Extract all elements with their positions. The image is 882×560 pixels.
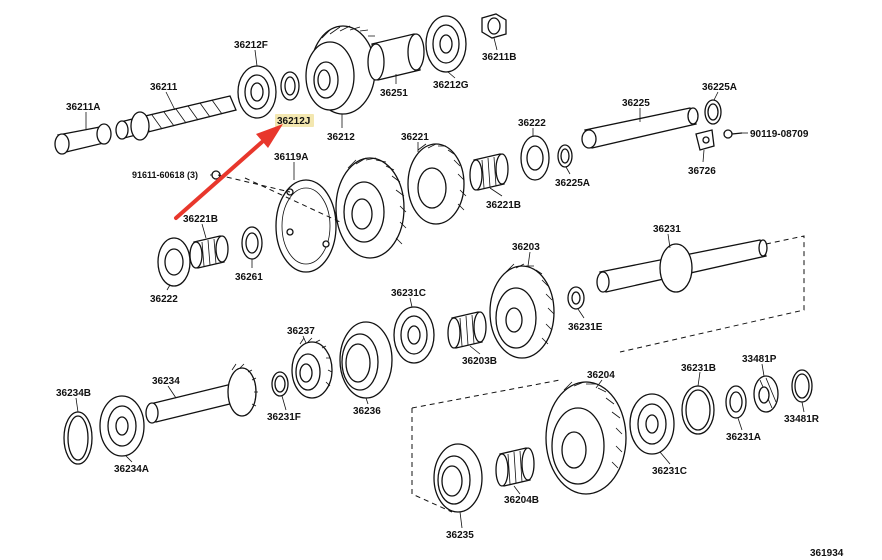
label-36234: 36234 — [152, 376, 180, 387]
part-36261-spacer[interactable] — [241, 226, 263, 260]
label-36203B: 36203B — [462, 356, 497, 367]
label-36726: 36726 — [688, 166, 716, 177]
leader-lines — [75, 37, 805, 529]
label-36203: 36203 — [512, 242, 540, 253]
part-36221B-bearing-left[interactable] — [189, 235, 229, 269]
label-36231: 36231 — [653, 224, 681, 235]
label-36251: 36251 — [380, 88, 408, 99]
label-36261: 36261 — [235, 272, 263, 283]
label-36211B: 36211B — [482, 52, 516, 63]
part-36231E-bearing[interactable] — [567, 286, 585, 310]
label-36211: 36211 — [150, 82, 178, 93]
label-36231E: 36231E — [568, 322, 603, 333]
part-36225A-ring-mid[interactable] — [557, 144, 573, 168]
red-arrow — [174, 124, 283, 220]
part-36204-gear[interactable] — [545, 381, 627, 495]
part-36234-shaft[interactable] — [145, 363, 258, 424]
part-36211A-collar[interactable] — [54, 123, 112, 155]
label-36231B: 36231B — [681, 363, 716, 374]
label-36235: 36235 — [446, 530, 474, 541]
label-36221B-left: 36221B — [183, 214, 218, 225]
part-36119A-cover[interactable] — [275, 179, 337, 273]
part-36231-shaft[interactable] — [596, 239, 768, 293]
label-36234A: 36234A — [114, 464, 149, 475]
label-36222-left: 36222 — [150, 294, 178, 305]
label-36231F: 36231F — [267, 412, 301, 423]
part-36212F-bearing[interactable] — [237, 65, 277, 119]
label-36231A: 36231A — [726, 432, 761, 443]
part-36221B-bearing-mid[interactable] — [469, 153, 509, 191]
label-33481P: 33481P — [742, 354, 777, 365]
label-36222-top: 36222 — [518, 118, 546, 129]
part-36225-shaft[interactable] — [581, 107, 699, 149]
part-36234B-ring[interactable] — [63, 411, 93, 465]
part-36211-shaft[interactable] — [115, 95, 237, 141]
part-36222-thrust-washer-top[interactable] — [520, 135, 550, 181]
label-36225A-top: 36225A — [702, 82, 737, 93]
label-36211A: 36211A — [66, 102, 100, 113]
label-36212F: 36212F — [234, 40, 268, 51]
part-33481P-gear[interactable] — [753, 375, 779, 413]
label-36212G: 36212G — [433, 80, 469, 91]
dashed-assembly-lines — [217, 174, 805, 513]
label-36231C-bottom: 36231C — [652, 466, 687, 477]
part-36204B-bearing[interactable] — [495, 447, 535, 487]
label-36119A: 36119A — [274, 152, 308, 163]
part-36203B-bearing[interactable] — [447, 311, 487, 349]
part-36234A-bearing[interactable] — [99, 395, 145, 457]
part-36231C-bearing-bottom[interactable] — [629, 393, 675, 455]
part-36231F-ring[interactable] — [271, 371, 289, 397]
label-36234B: 36234B — [56, 388, 91, 399]
label-36221: 36221 — [401, 132, 429, 143]
label-36204: 36204 — [587, 370, 615, 381]
part-36235-synchro-sleeve[interactable] — [433, 443, 483, 513]
label-36237: 36237 — [287, 326, 315, 337]
highlight-36212J — [275, 114, 314, 127]
part-90119-bolt[interactable] — [723, 129, 743, 139]
part-36237-gear[interactable] — [291, 337, 333, 399]
part-36726-plate[interactable] — [695, 129, 715, 151]
label-36236: 36236 — [353, 406, 381, 417]
part-36221-double-gear[interactable] — [335, 143, 467, 259]
label-36204B: 36204B — [504, 495, 539, 506]
part-36222-thrust-washer-left[interactable] — [157, 237, 191, 287]
label-36225: 36225 — [622, 98, 650, 109]
part-36212G-bearing[interactable] — [425, 15, 467, 73]
label-36221B-mid: 36221B — [486, 200, 521, 211]
label-91611: 91611-60618 (3) — [132, 170, 198, 180]
part-36251-sleeve[interactable] — [367, 33, 425, 81]
label-36212J: 36212J — [277, 116, 310, 127]
label-36212: 36212 — [327, 132, 355, 143]
label-36225A-mid: 36225A — [555, 178, 590, 189]
part-36231B-ring[interactable] — [681, 385, 715, 435]
part-36231A-spacer[interactable] — [725, 385, 747, 419]
part-36203-gear[interactable] — [489, 263, 555, 359]
part-36212J-ring[interactable] — [280, 71, 300, 101]
part-36225A-ring-top[interactable] — [704, 99, 722, 125]
label-36231C-top: 36231C — [391, 288, 426, 299]
part-labels: 36212F 36211B 36211 36251 36212G 36211A … — [56, 40, 844, 559]
label-33481R: 33481R — [784, 414, 820, 425]
reference-number: 361934 — [810, 548, 844, 559]
part-36231C-bearing-top[interactable] — [393, 306, 435, 364]
part-36211B-nut[interactable] — [481, 13, 507, 39]
part-33481R-ring[interactable] — [791, 369, 813, 403]
part-36236-synchro-ring[interactable] — [339, 321, 393, 399]
label-90119: 90119-08709 — [750, 129, 809, 140]
